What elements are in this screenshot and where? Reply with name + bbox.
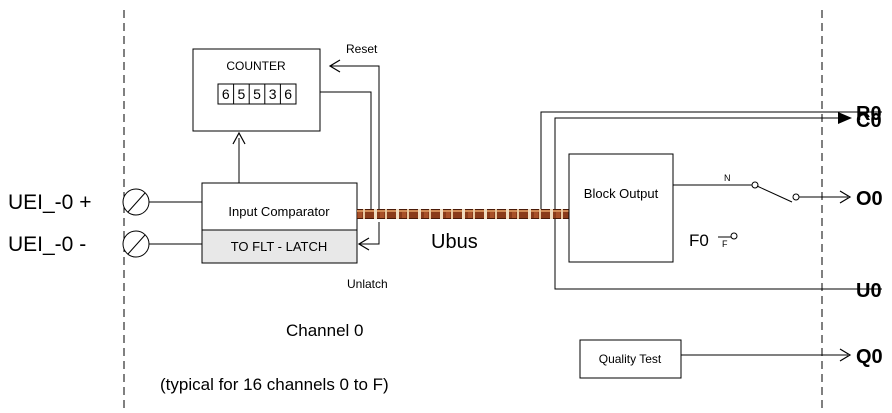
unlatch-line — [359, 222, 380, 245]
output-switch: N F0 F — [673, 173, 822, 250]
ubus-bar — [357, 209, 569, 219]
count-arrowhead — [232, 131, 246, 145]
c0-line — [554, 117, 562, 209]
u0-line — [554, 219, 882, 290]
counter-out-line — [320, 91, 372, 210]
reset-label: Reset — [346, 42, 378, 56]
q0-label: Q0 — [856, 346, 883, 368]
u0-label: U0 — [856, 280, 882, 302]
channel-title: Channel 0 — [286, 321, 364, 340]
quality-test-block: Quality Test — [579, 339, 822, 379]
output-q0: Q0 — [822, 346, 883, 368]
block-output: Block Output — [568, 153, 674, 263]
unlatch-label: Unlatch — [347, 277, 388, 291]
input-plus-terminal — [122, 188, 150, 216]
input-minus-terminal — [122, 230, 150, 258]
input-comparator-label: Input Comparator — [228, 204, 330, 219]
latch-label: TO FLT - LATCH — [231, 239, 328, 254]
counter-digit: 6 — [284, 86, 292, 102]
o0-label: O0 — [856, 188, 883, 210]
input-plus-label: UEI_-0 + — [8, 191, 91, 214]
quality-test-label: Quality Test — [599, 352, 662, 366]
block-output-label: Block Output — [584, 186, 659, 201]
input-comparator-block: Input Comparator TO FLT - LATCH — [201, 182, 358, 264]
counter-digit: 5 — [253, 86, 261, 102]
output-o0: O0 — [822, 188, 883, 210]
f0-label: F0 — [689, 231, 709, 250]
counter-block: COUNTER 6 5 5 3 6 — [192, 48, 321, 132]
unlatch-arrowhead — [357, 237, 370, 251]
output-u0: U0 — [856, 280, 882, 302]
c0-arrowhead — [838, 112, 852, 124]
input-minus-label: UEI_-0 - — [8, 233, 86, 256]
switch-f-label: F — [722, 239, 728, 249]
latch-section — [201, 229, 358, 264]
ubus-label: Ubus — [431, 231, 478, 253]
input-plus: UEI_-0 + — [8, 188, 202, 216]
input-minus: UEI_-0 - — [8, 230, 202, 258]
counter-digit: 6 — [222, 86, 230, 102]
counter-display: 6 5 5 3 6 — [217, 83, 297, 105]
c0-label: C0 — [856, 110, 882, 132]
output-r0: R0 — [856, 103, 882, 125]
r0-label: R0 — [856, 103, 882, 125]
output-c0: C0 — [555, 110, 882, 132]
reset-arrowhead — [328, 59, 341, 73]
counter-digit: 5 — [238, 86, 246, 102]
r0-line — [540, 111, 882, 209]
counter-title: COUNTER — [226, 59, 286, 73]
reset-line — [330, 65, 380, 210]
switch-n-label: N — [724, 173, 731, 183]
o0-arrowhead — [839, 190, 852, 204]
q0-arrowhead — [839, 348, 852, 362]
channel-note: (typical for 16 channels 0 to F) — [160, 375, 389, 394]
counter-digit: 3 — [269, 86, 277, 102]
